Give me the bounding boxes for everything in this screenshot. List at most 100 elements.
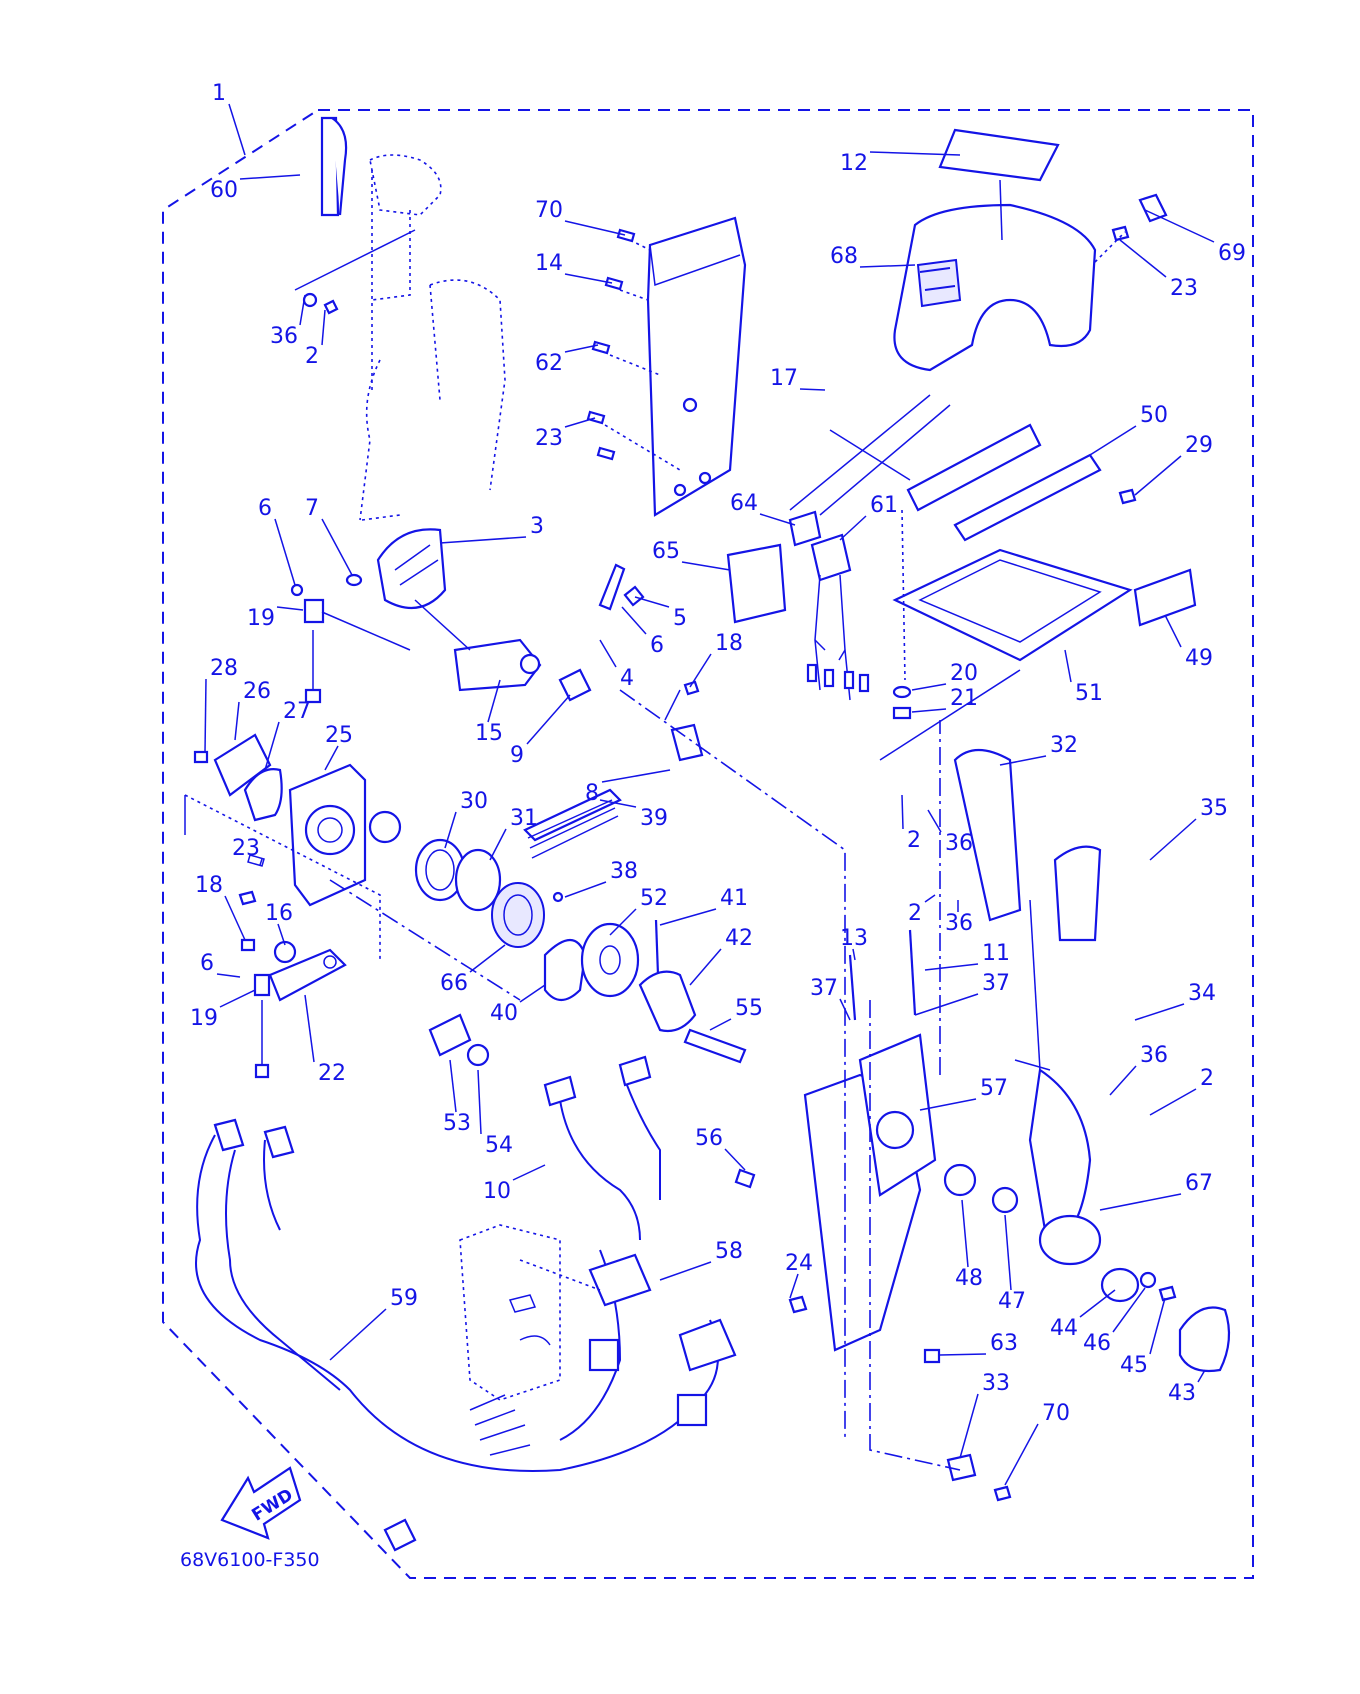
leader-line	[264, 721, 280, 771]
leader-line	[659, 1261, 712, 1281]
part-callout-60: 60	[210, 178, 238, 203]
part-callout-1: 1	[212, 81, 226, 106]
leader-line	[1004, 1214, 1012, 1291]
leader-line	[1109, 1065, 1137, 1096]
part-callout-70: 70	[535, 198, 563, 223]
part-callout-9: 9	[510, 743, 524, 768]
part-callout-25: 25	[325, 723, 353, 748]
part-callout-6: 6	[200, 951, 214, 976]
part-callout-23: 23	[535, 426, 563, 451]
leader-line	[1149, 818, 1197, 861]
diagram-code: 68V6100-F350	[180, 1549, 320, 1571]
leader-line	[609, 908, 637, 936]
part-callout-37: 37	[982, 971, 1010, 996]
part-callout-32: 32	[1050, 733, 1078, 758]
leader-line	[852, 948, 856, 961]
part-callout-15: 15	[475, 721, 503, 746]
part-callout-56: 56	[695, 1126, 723, 1151]
leader-line	[659, 908, 717, 926]
leader-line	[512, 1164, 546, 1181]
leader-line	[304, 994, 315, 1063]
part-callout-70: 70	[1042, 1401, 1070, 1426]
part-callout-45: 45	[1120, 1353, 1148, 1378]
bracket-plate-part	[586, 216, 747, 517]
part-callout-18: 18	[715, 631, 743, 656]
part-callout-69: 69	[1218, 241, 1246, 266]
control-box-body	[734, 749, 1102, 1352]
leader-line	[449, 1059, 457, 1113]
part-callout-47: 47	[998, 1289, 1026, 1314]
leader-line	[914, 993, 979, 1016]
leader-line	[1197, 1369, 1206, 1383]
part-callout-34: 34	[1188, 981, 1216, 1006]
leader-line	[759, 513, 796, 526]
part-callout-2: 2	[1200, 1066, 1214, 1091]
part-callout-14: 14	[535, 251, 563, 276]
leader-line	[564, 344, 599, 353]
assembly-boundary	[162, 109, 1254, 1579]
leader-line	[924, 894, 936, 903]
leader-line	[939, 1353, 987, 1356]
leader-line	[859, 264, 916, 268]
leader-line	[919, 1098, 977, 1111]
part-callout-51: 51	[1075, 681, 1103, 706]
lower-housing-part	[459, 1224, 601, 1401]
part-callout-4: 4	[620, 666, 634, 691]
leader-lines	[204, 103, 1215, 1486]
leader-line	[324, 745, 339, 771]
leader-line	[869, 151, 961, 156]
leader-line	[724, 1148, 746, 1171]
part-callout-36: 36	[945, 911, 973, 936]
leader-line	[1079, 1289, 1116, 1318]
leader-line	[1112, 1287, 1146, 1333]
part-callout-23: 23	[1170, 276, 1198, 301]
leader-line	[239, 174, 301, 180]
lower-bracket-part	[238, 890, 490, 1079]
leader-line	[601, 769, 671, 783]
control-handle-part	[294, 116, 506, 521]
part-callout-44: 44	[1050, 1316, 1078, 1341]
part-callout-23: 23	[232, 836, 260, 861]
part-callout-6: 6	[650, 633, 664, 658]
part-callout-64: 64	[730, 491, 758, 516]
part-callout-2: 2	[305, 344, 319, 369]
leader-line	[1119, 239, 1167, 278]
part-callout-8: 8	[585, 781, 599, 806]
part-callout-6: 6	[258, 496, 272, 521]
leader-line	[1099, 1193, 1182, 1211]
part-callout-5: 5	[673, 606, 687, 631]
leader-line	[924, 963, 979, 971]
part-callout-11: 11	[982, 941, 1010, 966]
part-callout-59: 59	[390, 1286, 418, 1311]
leader-line	[477, 1069, 482, 1135]
leader-line	[299, 294, 306, 326]
part-callout-57: 57	[980, 1076, 1008, 1101]
leader-line	[469, 944, 506, 973]
leader-line	[789, 1273, 799, 1299]
part-callout-54: 54	[485, 1133, 513, 1158]
part-callout-46: 46	[1083, 1331, 1111, 1356]
part-callout-19: 19	[190, 1006, 218, 1031]
part-callout-20: 20	[950, 661, 978, 686]
part-callout-39: 39	[640, 806, 668, 831]
part-callout-18: 18	[195, 873, 223, 898]
part-callout-17: 17	[770, 366, 798, 391]
part-callout-38: 38	[610, 859, 638, 884]
part-callout-16: 16	[265, 901, 293, 926]
part-callout-43: 43	[1168, 1381, 1196, 1406]
leader-line	[439, 536, 527, 544]
part-callout-40: 40	[490, 1001, 518, 1026]
leader-line	[901, 794, 904, 830]
leader-line	[519, 984, 546, 1003]
leader-line	[689, 653, 712, 688]
shift-cam-part	[290, 528, 704, 762]
part-callout-35: 35	[1200, 796, 1228, 821]
leader-line	[959, 1393, 979, 1459]
cover-part	[893, 128, 1168, 372]
leader-line	[216, 973, 241, 978]
leader-line	[277, 923, 286, 946]
part-callout-53: 53	[443, 1111, 471, 1136]
leader-line	[204, 678, 207, 753]
leader-line	[1164, 614, 1182, 648]
part-callout-27: 27	[283, 699, 311, 724]
